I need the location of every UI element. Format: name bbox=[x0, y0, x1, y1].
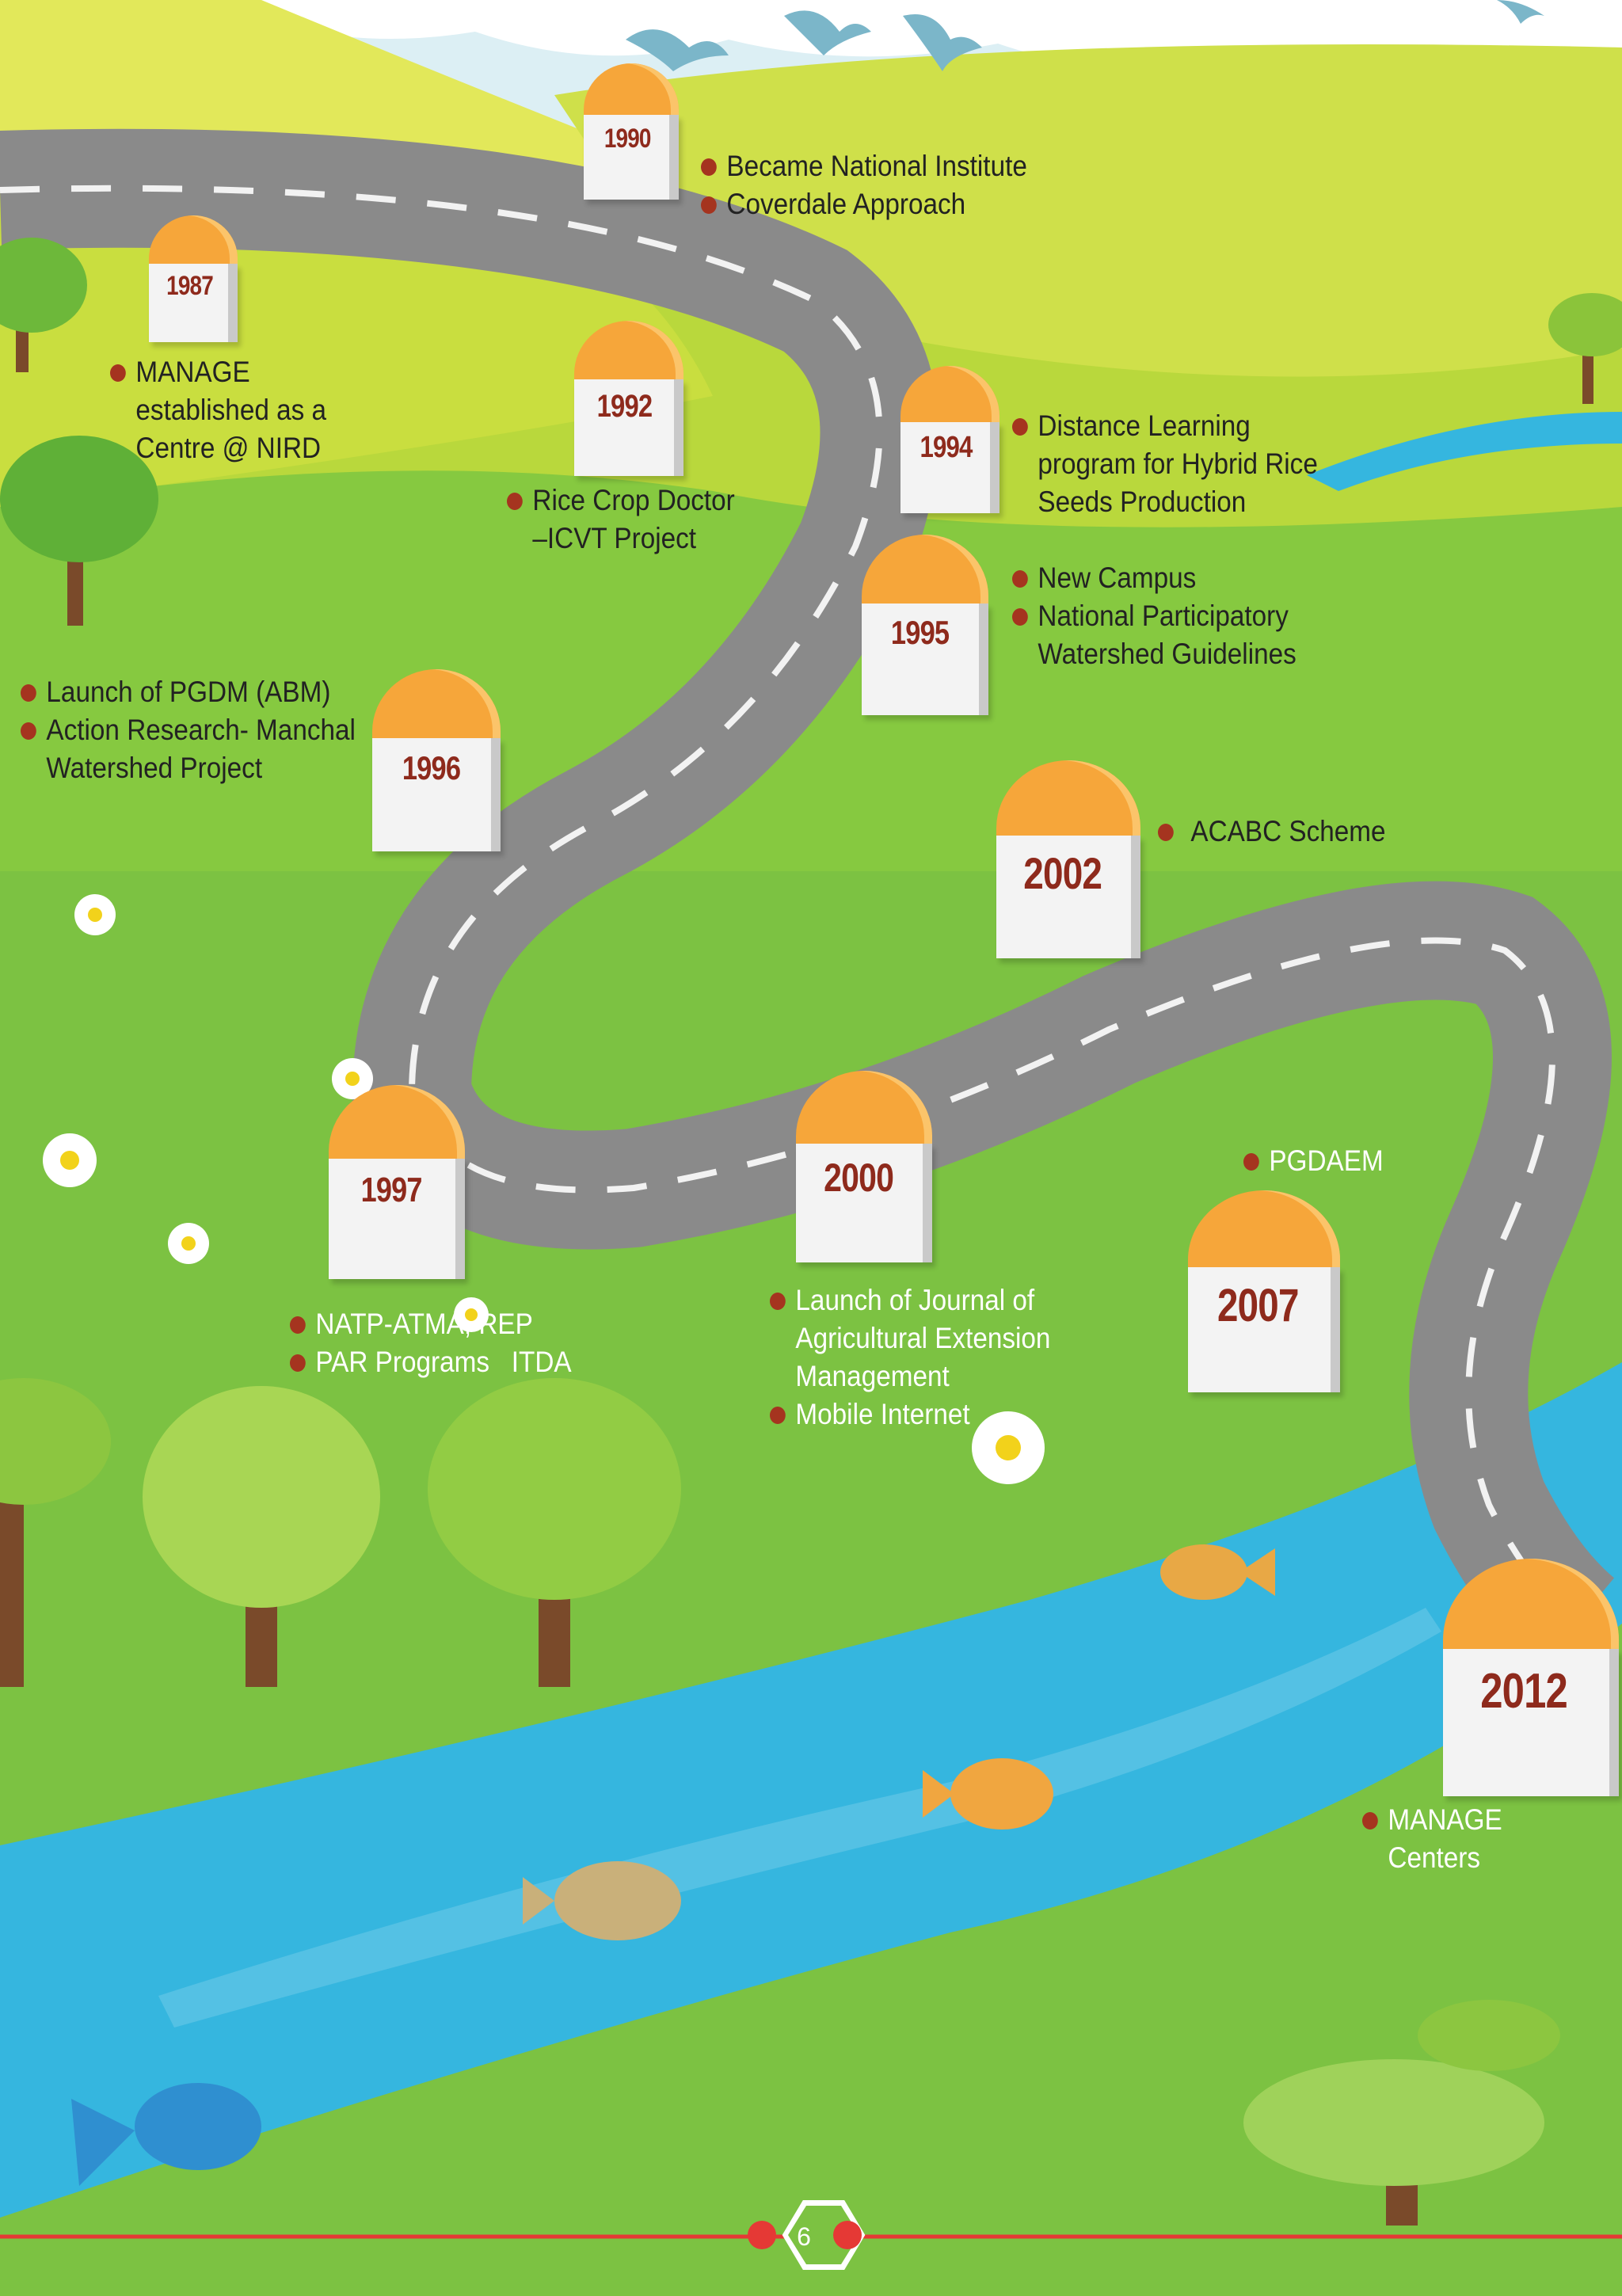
bird-icon bbox=[626, 0, 1544, 71]
milestone-stone-icon bbox=[862, 535, 988, 604]
milestone-1990: 1990 bbox=[584, 63, 679, 200]
note-item: New Campus bbox=[1012, 559, 1296, 597]
fish-icon bbox=[71, 1544, 1275, 2186]
note-1987: MANAGE established as a Centre @ NIRD bbox=[110, 353, 326, 467]
note-item-continued: program for Hybrid Rice bbox=[1038, 447, 1318, 480]
note-item: Rice Crop Doctor bbox=[507, 482, 735, 520]
badge-dot-left bbox=[748, 2221, 776, 2249]
note-item-continued: Watershed Project bbox=[46, 752, 263, 784]
note-1990: Became National Institute Coverdale Appr… bbox=[701, 147, 1027, 223]
note-2007: PGDAEM bbox=[1243, 1142, 1384, 1180]
milestone-stone-icon bbox=[900, 366, 999, 422]
note-item: Launch of PGDM (ABM) bbox=[21, 673, 356, 711]
note-2012: MANAGE Centers bbox=[1362, 1801, 1596, 1877]
note-item: Coverdale Approach bbox=[701, 185, 1027, 223]
milestone-2007: 2007 bbox=[1188, 1190, 1340, 1392]
note-item: MANAGE bbox=[110, 353, 326, 391]
note-2000: Launch of Journal of Agricultural Extens… bbox=[770, 1281, 1050, 1434]
note-1994: Distance Learning program for Hybrid Ric… bbox=[1012, 407, 1318, 521]
note-item-continued: Centre @ NIRD bbox=[135, 432, 322, 464]
milestone-year: 1987 bbox=[166, 271, 214, 302]
milestone-year: 1992 bbox=[596, 389, 653, 425]
note-item: PGDAEM bbox=[1243, 1142, 1384, 1180]
note-item-continued: Agricultural Extension bbox=[795, 1322, 1051, 1354]
note-item-continued: Watershed Guidelines bbox=[1038, 638, 1296, 670]
milestone-year: 2007 bbox=[1217, 1280, 1299, 1332]
note-item: NATP-ATMA, REP bbox=[290, 1305, 572, 1343]
river-highlight bbox=[158, 1608, 1441, 2028]
stream-right bbox=[1307, 412, 1622, 491]
daisy-icon bbox=[43, 894, 1045, 1484]
page-number: 6 bbox=[797, 2222, 811, 2251]
milestone-stone-icon bbox=[574, 321, 683, 380]
note-1996: Launch of PGDM (ABM) Action Research- Ma… bbox=[21, 673, 356, 787]
milestone-1992: 1992 bbox=[574, 321, 683, 476]
milestone-year: 1997 bbox=[360, 1170, 423, 1209]
milestone-stone-icon bbox=[372, 669, 501, 739]
milestone-1995: 1995 bbox=[862, 535, 988, 715]
road-dashes bbox=[0, 185, 1578, 1627]
note-2002: ACABC Scheme bbox=[1158, 813, 1386, 851]
milestone-year: 2002 bbox=[1023, 848, 1102, 898]
milestone-stone-icon bbox=[1443, 1559, 1619, 1649]
milestone-year: 1994 bbox=[920, 430, 973, 464]
note-item: MANAGE Centers bbox=[1362, 1801, 1596, 1877]
milestone-year: 2012 bbox=[1480, 1664, 1568, 1719]
milestone-1997: 1997 bbox=[329, 1085, 465, 1279]
tree-icon bbox=[0, 238, 1622, 2226]
milestone-1996: 1996 bbox=[372, 669, 501, 851]
milestone-year: 1995 bbox=[890, 614, 950, 652]
note-item-continued: established as a bbox=[135, 394, 327, 426]
milestone-1987: 1987 bbox=[149, 215, 238, 342]
milestone-stone-icon bbox=[329, 1085, 465, 1159]
milestone-2012: 2012 bbox=[1443, 1559, 1619, 1796]
badge-dot-right bbox=[833, 2221, 862, 2249]
milestone-year: 1990 bbox=[603, 123, 652, 154]
cloud bbox=[206, 0, 1622, 67]
note-item: National Participatory bbox=[1012, 597, 1296, 635]
note-1992: Rice Crop Doctor –ICVT Project bbox=[507, 482, 735, 558]
milestone-year: 2000 bbox=[824, 1156, 894, 1201]
note-1995: New Campus National Participatory Waters… bbox=[1012, 559, 1296, 673]
note-item: PAR Programs ITDA bbox=[290, 1343, 572, 1381]
note-item: Launch of Journal of bbox=[770, 1281, 1050, 1319]
note-item: Distance Learning bbox=[1012, 407, 1318, 445]
milestone-stone-icon bbox=[149, 215, 238, 264]
milestone-1994: 1994 bbox=[900, 366, 999, 513]
milestone-2000: 2000 bbox=[796, 1071, 932, 1262]
milestone-stone-icon bbox=[996, 760, 1140, 836]
note-item-continued: Management bbox=[795, 1360, 950, 1392]
note-item: Became National Institute bbox=[701, 147, 1027, 185]
milestone-stone-icon bbox=[1188, 1190, 1340, 1267]
note-item: Action Research- Manchal bbox=[21, 711, 356, 749]
milestone-2002: 2002 bbox=[996, 760, 1140, 958]
milestone-stone-icon bbox=[796, 1071, 932, 1144]
note-item-continued: Seeds Production bbox=[1038, 485, 1247, 518]
milestone-stone-icon bbox=[584, 63, 679, 116]
page-number-badge-inner bbox=[788, 2206, 859, 2264]
note-1997: NATP-ATMA, REP PAR Programs ITDA bbox=[290, 1305, 572, 1381]
note-item-continued: –ICVT Project bbox=[532, 522, 697, 554]
note-item: ACABC Scheme bbox=[1158, 813, 1386, 851]
note-item: Mobile Internet bbox=[770, 1395, 1050, 1434]
milestone-year: 1996 bbox=[402, 749, 461, 787]
